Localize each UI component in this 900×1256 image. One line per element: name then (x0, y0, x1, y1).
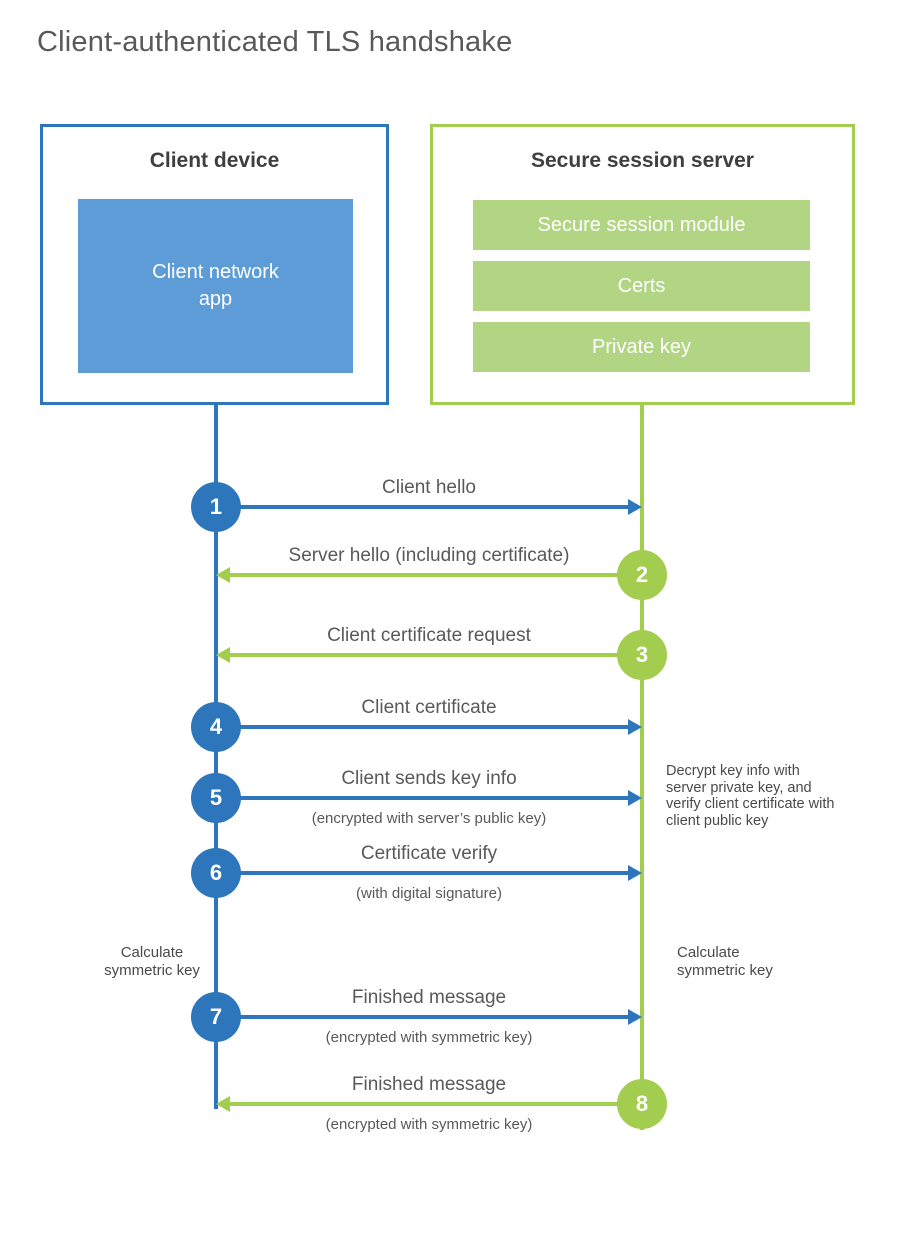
arrow-line (216, 871, 629, 875)
server-decrypt-note: Decrypt key info with server private key… (666, 763, 835, 829)
step-circle: 4 (191, 702, 241, 752)
message-label: Finished message (351, 987, 507, 1008)
page-title: Client-authenticated TLS handshake (37, 26, 513, 58)
message-label: Client certificate request (327, 625, 531, 646)
secure-session-module-bar: Secure session module (473, 200, 810, 250)
client-device-title: Client device (149, 149, 280, 172)
arrow-head-icon (628, 499, 642, 515)
arrow-line (230, 653, 642, 657)
step-circle: 7 (191, 992, 241, 1042)
arrow-head-icon (628, 719, 642, 735)
server-calculate-note: Calculate symmetric key (677, 944, 773, 979)
arrow-line (216, 725, 629, 729)
client-calculate-note: Calculate symmetric key (104, 944, 200, 979)
step-circle: 3 (617, 630, 667, 680)
message-sublabel: (encrypted with server’s public key) (311, 810, 547, 827)
arrow-line (216, 505, 629, 509)
message-label: Server hello (including certificate) (288, 545, 570, 566)
arrow-head-icon (216, 647, 230, 663)
message-label: Client certificate (361, 697, 497, 718)
step-circle: 2 (617, 550, 667, 600)
step-circle: 5 (191, 773, 241, 823)
message-sublabel: (with digital signature) (356, 885, 502, 902)
message-label: Finished message (351, 1074, 507, 1095)
arrow-head-icon (628, 865, 642, 881)
message-sublabel: (encrypted with symmetric key) (325, 1029, 533, 1046)
step-circle: 1 (191, 482, 241, 532)
arrow-head-icon (628, 790, 642, 806)
arrow-head-icon (216, 567, 230, 583)
arrow-line (216, 796, 629, 800)
server-lifeline (640, 404, 644, 1130)
certs-bar: Certs (473, 261, 810, 311)
client-lifeline (214, 404, 218, 1109)
client-network-app-label: Client network app (152, 261, 279, 310)
arrow-line (230, 573, 642, 577)
step-circle: 8 (617, 1079, 667, 1129)
step-circle: 6 (191, 848, 241, 898)
secure-session-server-title: Secure session server (531, 149, 754, 172)
arrow-head-icon (216, 1096, 230, 1112)
client-network-app-box: Client network app (78, 199, 353, 373)
private-key-bar: Private key (473, 322, 810, 372)
arrow-line (216, 1015, 629, 1019)
message-label: Client hello (382, 477, 476, 498)
message-sublabel: (encrypted with symmetric key) (325, 1116, 533, 1133)
message-label: Certificate verify (360, 843, 498, 864)
message-label: Client sends key info (341, 768, 517, 789)
arrow-head-icon (628, 1009, 642, 1025)
arrow-line (230, 1102, 642, 1106)
